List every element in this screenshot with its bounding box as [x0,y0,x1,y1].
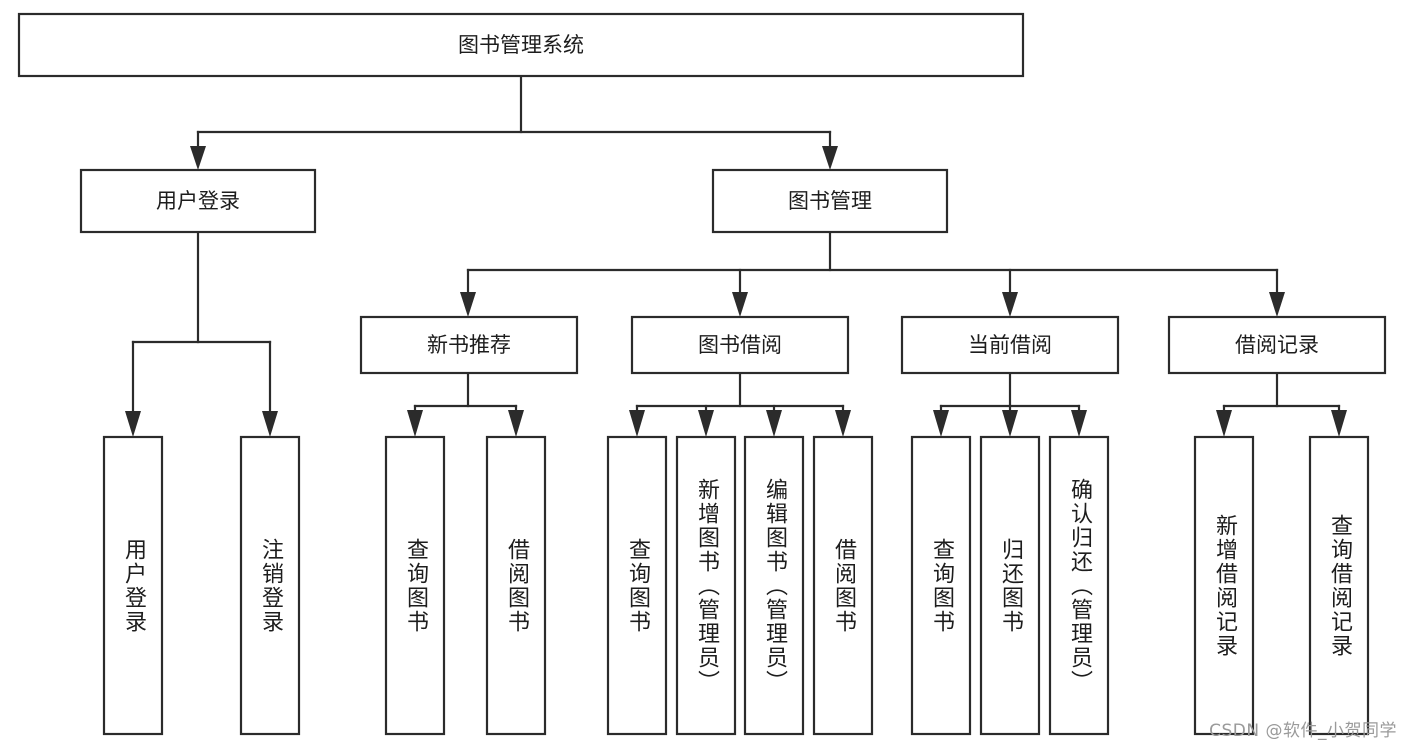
arrow-to-borrow-record [1269,292,1285,317]
nodes-layer: 图书管理系统 用户登录 图书管理 新书推荐 图书借阅 当前借阅 借阅记录 [17,12,1387,736]
node-user-login-label: 用户登录 [156,189,240,213]
leaf-box-new-book-2[interactable] [485,435,547,736]
arrow-userlogin-leaf-2 [262,411,278,437]
arrow-to-book-borrow [732,292,748,317]
arrow-currentborrow-leaf-1 [933,410,949,437]
arrow-borrowrecord-leaf-2 [1331,410,1347,437]
node-new-book-label: 新书推荐 [427,333,511,357]
node-current-borrow-label: 当前借阅 [968,333,1052,357]
leaf-box-current-borrow-2[interactable] [979,435,1041,736]
leaf-box-borrow-record-2[interactable] [1308,435,1370,736]
leaf-box-current-borrow-3[interactable] [1048,435,1110,736]
arrow-newbook-leaf-1 [407,410,423,437]
node-borrow-record-box[interactable] [1167,315,1387,375]
arrow-borrowrecord-leaf-1 [1216,410,1232,437]
leaf-box-book-borrow-2[interactable] [675,435,737,736]
arrow-userlogin-leaf-1 [125,411,141,437]
node-new-book-box[interactable] [359,315,579,375]
arrow-bookborrow-leaf-3 [766,410,782,437]
leaf-box-book-borrow-1[interactable] [606,435,668,736]
node-root-label: 图书管理系统 [458,33,584,57]
leaf-box-user-login-1[interactable] [102,435,164,736]
leaf-box-current-borrow-1[interactable] [910,435,972,736]
csdn-watermark: CSDN @软件_小贺同学 [1209,721,1397,741]
node-book-borrow-box[interactable] [630,315,850,375]
leaf-box-book-borrow-4[interactable] [812,435,874,736]
arrow-bookborrow-leaf-1 [629,410,645,437]
node-root-box[interactable] [17,12,1025,78]
node-user-login-box[interactable] [79,168,317,234]
leaf-box-book-borrow-3[interactable] [743,435,805,736]
arrow-to-user-login [190,146,206,170]
arrow-currentborrow-leaf-3 [1071,410,1087,437]
arrow-newbook-leaf-2 [508,410,524,437]
arrow-bookborrow-leaf-4 [835,410,851,437]
leaf-box-new-book-1[interactable] [384,435,446,736]
arrow-to-current-borrow [1002,292,1018,317]
edges-layer [125,74,1347,437]
leaf-box-user-login-2[interactable] [239,435,301,736]
arrow-currentborrow-leaf-2 [1002,410,1018,437]
node-current-borrow-box[interactable] [900,315,1120,375]
node-book-borrow-label: 图书借阅 [698,333,782,357]
arrow-to-new-book [460,292,476,317]
node-book-mgmt-box[interactable] [711,168,949,234]
node-book-mgmt-label: 图书管理 [788,189,872,213]
node-borrow-record-label: 借阅记录 [1235,333,1319,357]
arrow-to-book-mgmt [822,146,838,170]
leaf-box-borrow-record-1[interactable] [1193,435,1255,736]
arrow-bookborrow-leaf-2 [698,410,714,437]
